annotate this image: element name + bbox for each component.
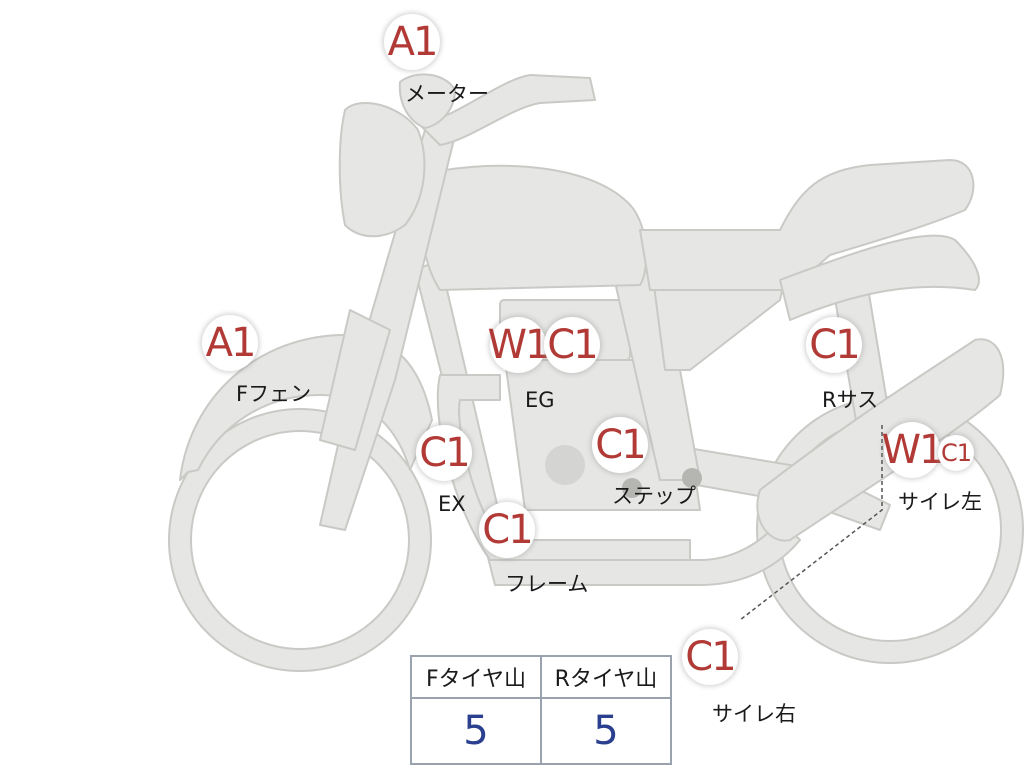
meter-label: メーター xyxy=(405,82,489,106)
muffler-left-c-grade-badge: C1 xyxy=(938,435,974,471)
muffler-leader-line xyxy=(739,425,883,621)
muffler-left-w-grade-badge: W1 xyxy=(882,422,945,478)
fuel-tank xyxy=(417,164,648,291)
rear-tire-header: Rタイヤ山 xyxy=(540,655,672,699)
meter-pod xyxy=(398,73,456,129)
front-wheel xyxy=(169,409,431,671)
engine-w-grade-badge: W1 xyxy=(488,317,551,373)
handlebar xyxy=(419,74,596,146)
rear-suspension-grade-badge: C1 xyxy=(806,317,862,373)
exhaust-grade-badge: C1 xyxy=(416,425,472,481)
tire-tread-table: Fタイヤ山 Rタイヤ山 5 5 xyxy=(410,655,672,765)
frame-lower xyxy=(414,259,801,586)
frame-label: フレーム xyxy=(505,572,589,596)
rear-suspension-label: Rサス xyxy=(822,388,879,412)
step-label: ステップ xyxy=(612,484,696,508)
muffler xyxy=(756,338,1005,542)
step-grade-badge: C1 xyxy=(592,417,648,473)
seat xyxy=(639,159,975,291)
engine-label: EG xyxy=(525,388,555,412)
muffler-right-grade-badge: C1 xyxy=(682,629,738,685)
frame-grade-badge: C1 xyxy=(479,502,535,558)
meter-grade-badge: A1 xyxy=(384,14,440,70)
front-fender-grade-badge: A1 xyxy=(202,315,258,371)
rear-tire-value: 5 xyxy=(540,697,672,765)
engine-c-grade-badge: C1 xyxy=(544,317,600,373)
tire-table-header-row: Fタイヤ山 Rタイヤ山 xyxy=(410,655,672,699)
tire-table-value-row: 5 5 xyxy=(410,697,672,765)
muffler-left-label: サイレ左 xyxy=(898,490,982,514)
exhaust-label: EX xyxy=(438,492,466,516)
front-tire-value: 5 xyxy=(410,697,542,765)
front-fender-label: Fフェン xyxy=(236,382,312,406)
front-tire-header: Fタイヤ山 xyxy=(410,655,542,699)
headlight xyxy=(338,101,426,238)
muffler-right-label: サイレ右 xyxy=(712,702,796,726)
